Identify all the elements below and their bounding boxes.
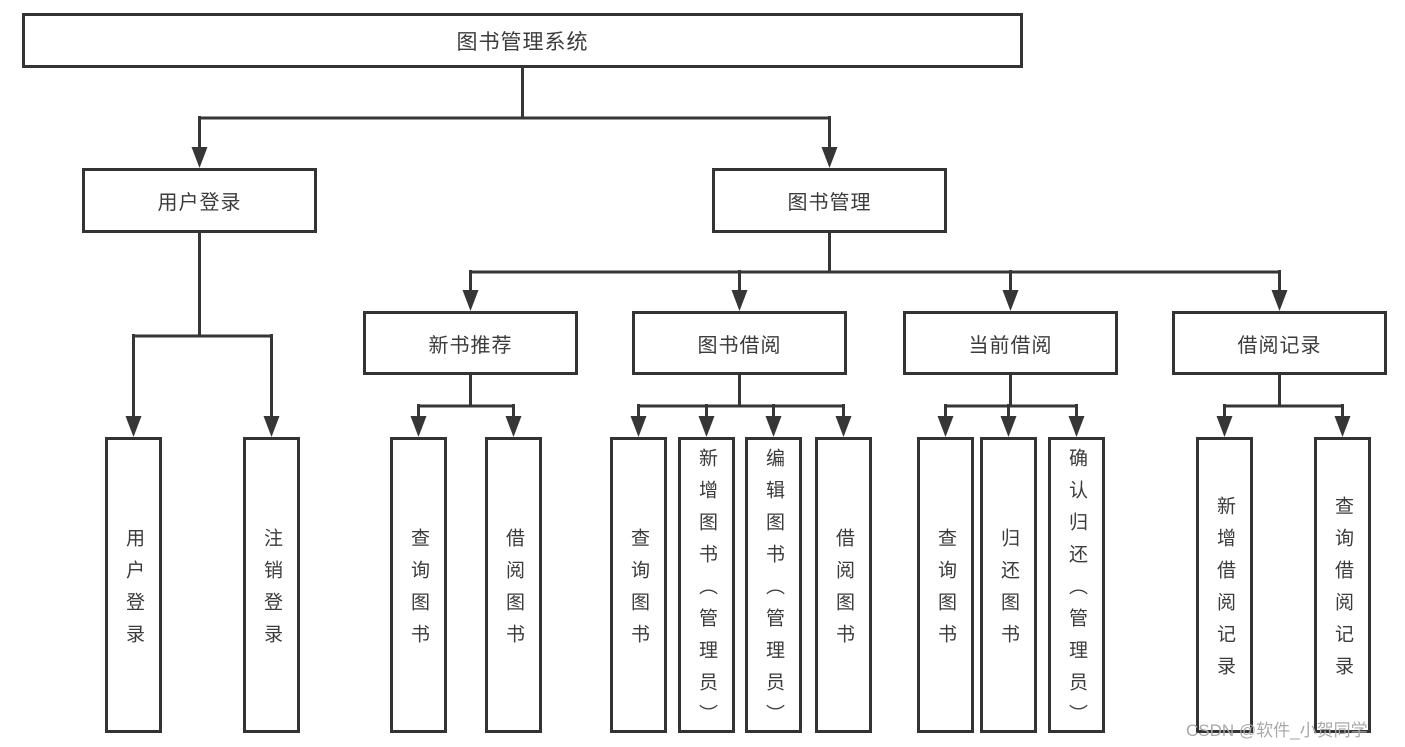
leaf-query-books-current-label: 查询图书	[935, 527, 956, 656]
node-library-system-label: 图书管理系统	[456, 30, 589, 54]
leaf-logout: 注销登录	[243, 437, 300, 733]
leaf-add-borrow-record-label: 新增借阅记录	[1214, 495, 1235, 688]
leaf-user-login: 用户登录	[105, 437, 162, 733]
leaf-query-borrow-record: 查询借阅记录	[1314, 437, 1371, 733]
leaf-add-borrow-record: 新增借阅记录	[1196, 437, 1253, 733]
leaf-return-books: 归还图书	[980, 437, 1037, 733]
node-new-book-recommendation-label: 新书推荐	[428, 334, 513, 357]
watermark: CSDN @软件_小贺同学	[1186, 721, 1368, 740]
node-book-borrowing: 图书借阅	[632, 311, 847, 375]
node-book-management-label: 图书管理	[787, 192, 872, 214]
leaf-return-books-label: 归还图书	[998, 527, 1019, 656]
leaf-add-books-admin-label: 新增图书（管理员）	[696, 447, 717, 736]
node-user-login: 用户登录	[82, 168, 317, 233]
leaf-edit-books-admin-label: 编辑图书（管理员）	[763, 447, 784, 736]
node-current-borrowing: 当前借阅	[903, 311, 1118, 375]
leaf-borrow-books-recommend-label: 借阅图书	[503, 527, 524, 656]
node-user-login-label: 用户登录	[157, 192, 242, 214]
leaf-edit-books-admin: 编辑图书（管理员）	[745, 437, 802, 736]
leaf-confirm-return-admin: 确认归还（管理员）	[1048, 437, 1105, 736]
node-borrowing-records-label: 借阅记录	[1237, 334, 1322, 357]
leaf-query-books-recommend-label: 查询图书	[408, 527, 429, 656]
leaf-query-books-borrow-label: 查询图书	[628, 527, 649, 656]
leaf-add-books-admin: 新增图书（管理员）	[678, 437, 735, 736]
node-current-borrowing-label: 当前借阅	[968, 334, 1053, 357]
leaf-borrow-books: 借阅图书	[815, 437, 872, 733]
leaf-query-books-recommend: 查询图书	[390, 437, 447, 733]
leaf-confirm-return-admin-label: 确认归还（管理员）	[1066, 447, 1087, 736]
node-new-book-recommendation: 新书推荐	[363, 311, 578, 375]
node-library-system: 图书管理系统	[22, 13, 1023, 68]
leaf-borrow-books-label: 借阅图书	[833, 527, 854, 656]
arrowheads	[125, 147, 1351, 437]
node-book-management: 图书管理	[712, 168, 947, 233]
node-book-borrowing-label: 图书借阅	[697, 334, 782, 357]
leaf-query-borrow-record-label: 查询借阅记录	[1332, 495, 1353, 688]
leaf-borrow-books-recommend: 借阅图书	[485, 437, 542, 733]
node-borrowing-records: 借阅记录	[1172, 311, 1387, 375]
leaf-query-books-borrow: 查询图书	[610, 437, 667, 733]
leaf-user-login-label: 用户登录	[123, 527, 144, 656]
leaf-query-books-current: 查询图书	[917, 437, 974, 733]
leaf-logout-label: 注销登录	[261, 527, 282, 656]
